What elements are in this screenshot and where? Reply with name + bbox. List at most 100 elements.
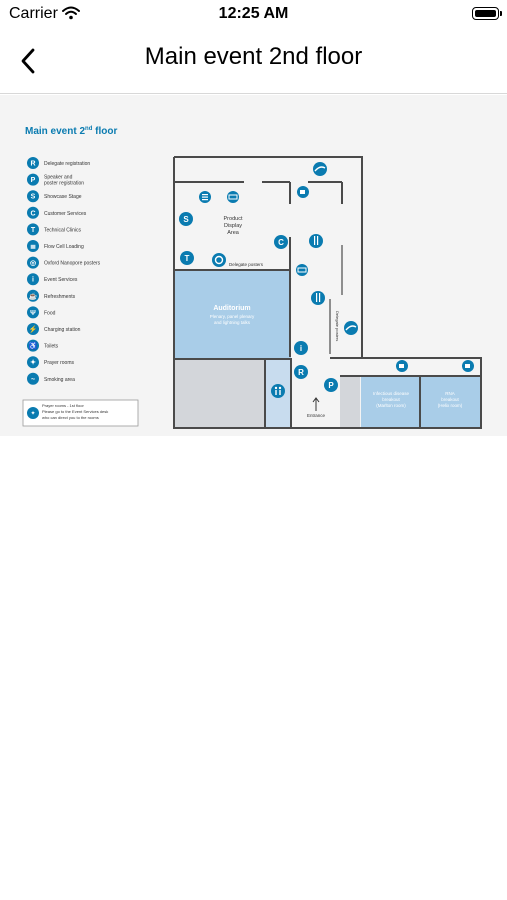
svg-text:Please go to the Event Service: Please go to the Event Services desk [42,409,108,414]
legend-icon [27,256,39,269]
legend-icon-glyph: R [30,161,35,168]
legend-item: ~ Smoking area [27,372,75,385]
event-services-marker-icon: i [294,341,308,355]
grey-room-right [340,376,360,427]
back-button[interactable] [14,44,44,78]
charging-marker-icon [227,191,239,203]
svg-text:S: S [183,215,189,224]
legend-label: Prayer rooms [44,360,75,366]
svg-text:Entrance: Entrance [307,413,326,418]
svg-text:and lightning talks: and lightning talks [214,320,251,325]
legend-label: Event Services [44,277,78,283]
legend-label: Showcase Stage [44,194,82,200]
customer-services-marker-icon: C [274,235,288,249]
legend-label: Customer Services [44,211,87,217]
clock: 12:25 AM [218,5,289,22]
svg-text:i: i [300,344,302,353]
svg-text:Area: Area [227,230,240,236]
food-marker-icon [309,234,323,248]
svg-text:R: R [298,368,304,377]
svg-text:Prayer rooms - 1st floor: Prayer rooms - 1st floor [42,403,84,408]
smoking-area-marker-2-icon [344,321,358,335]
page-title: Main event 2nd floor [144,43,363,70]
svg-text:P: P [328,381,334,390]
legend-item: ♿ Toilets [27,339,59,352]
navigation-bar: Main event 2nd floor [0,30,507,94]
grey-room-left [175,360,265,427]
svg-text:Auditorium: Auditorium [213,305,250,312]
status-bar: Carrier 12:25 AM [0,0,507,30]
refreshments-marker-icon [297,186,309,198]
legend-item: i Event Services [27,273,78,286]
legend-icon [27,190,39,203]
legend-icon-glyph: ~ [31,376,35,383]
svg-text:breakout: breakout [382,397,400,402]
legend-item: T Technical Clinics [27,223,81,236]
svg-text:Infectious disease: Infectious disease [373,391,410,396]
legend-icon-glyph: i [32,277,34,284]
svg-text:C: C [278,238,284,247]
svg-text:RNA: RNA [445,391,455,396]
legend-icon-glyph: S [31,194,36,201]
legend-item: ☕ Refreshments [27,289,76,302]
legend-label: Toilets [44,344,59,350]
legend-icon [27,306,39,319]
svg-text:Product: Product [224,216,243,222]
legend-icon [27,356,39,369]
legend-icon [27,240,39,252]
legend-icon-glyph: ♿ [29,341,38,350]
legend-icon-glyph: ☕ [29,291,38,300]
legend-icon [27,273,39,286]
toilets-marker-icon [271,384,285,398]
smoking-area-marker-icon [313,162,327,176]
legend-icon-glyph: T [31,227,36,234]
legend-icon-glyph: ◎ [30,260,36,267]
legend-item: S Showcase Stage [27,190,82,203]
svg-text:(Helix room): (Helix room) [438,403,463,408]
refreshments-marker-2-icon [396,360,408,372]
legend-icon-glyph: ✦ [30,359,36,367]
legend-item: ≣Flow Cell Loading [27,240,84,252]
speaker-registration-marker-icon: P [324,378,338,392]
svg-text:(Marlton room): (Marlton room) [376,403,406,408]
wifi-icon [62,6,80,25]
charging-marker-2-icon [296,264,308,276]
svg-text:T: T [185,254,190,263]
svg-text:Delegate posters: Delegate posters [229,262,264,267]
legend-icon [27,223,39,236]
legend-label: Technical Clinics [44,227,81,233]
svg-text:✦: ✦ [30,410,35,417]
map-heading: Main event 2nd floor [25,126,117,137]
legend-label: Refreshments [44,294,76,300]
legend-icon [27,157,39,169]
rna-breakout-room [421,376,480,427]
legend-label: Speaker and [44,175,73,181]
technical-clinics-marker-icon: T [180,251,194,265]
legend-item: ◎ Oxford Nanopore posters [27,256,101,269]
svg-text:Plenary, panel plenary: Plenary, panel plenary [210,314,255,319]
entrance-arrow-icon [312,397,320,411]
legend-icon-glyph: P [31,177,36,184]
legend-item: ⚡Charging station [27,323,81,335]
legend-label: Smoking area [44,377,75,383]
legend-icon [27,206,39,219]
food-marker-2-icon [311,291,325,305]
posters-marker-icon [212,253,226,267]
legend-icon-glyph: ⚡ [29,325,38,334]
showcase-stage-marker-icon: S [179,212,193,226]
refreshments-marker-3-icon [462,360,474,372]
legend-icon-glyph: ≣ [30,241,36,251]
legend-item: ✦ Prayer rooms [27,356,75,369]
floor-plan [173,156,482,429]
flow-cell-marker-icon [199,191,211,203]
svg-text:Display: Display [224,223,242,229]
svg-text:Delegate posters: Delegate posters [335,311,340,341]
legend-label: Oxford Nanopore posters [44,261,101,267]
svg-text:breakout: breakout [441,397,459,402]
